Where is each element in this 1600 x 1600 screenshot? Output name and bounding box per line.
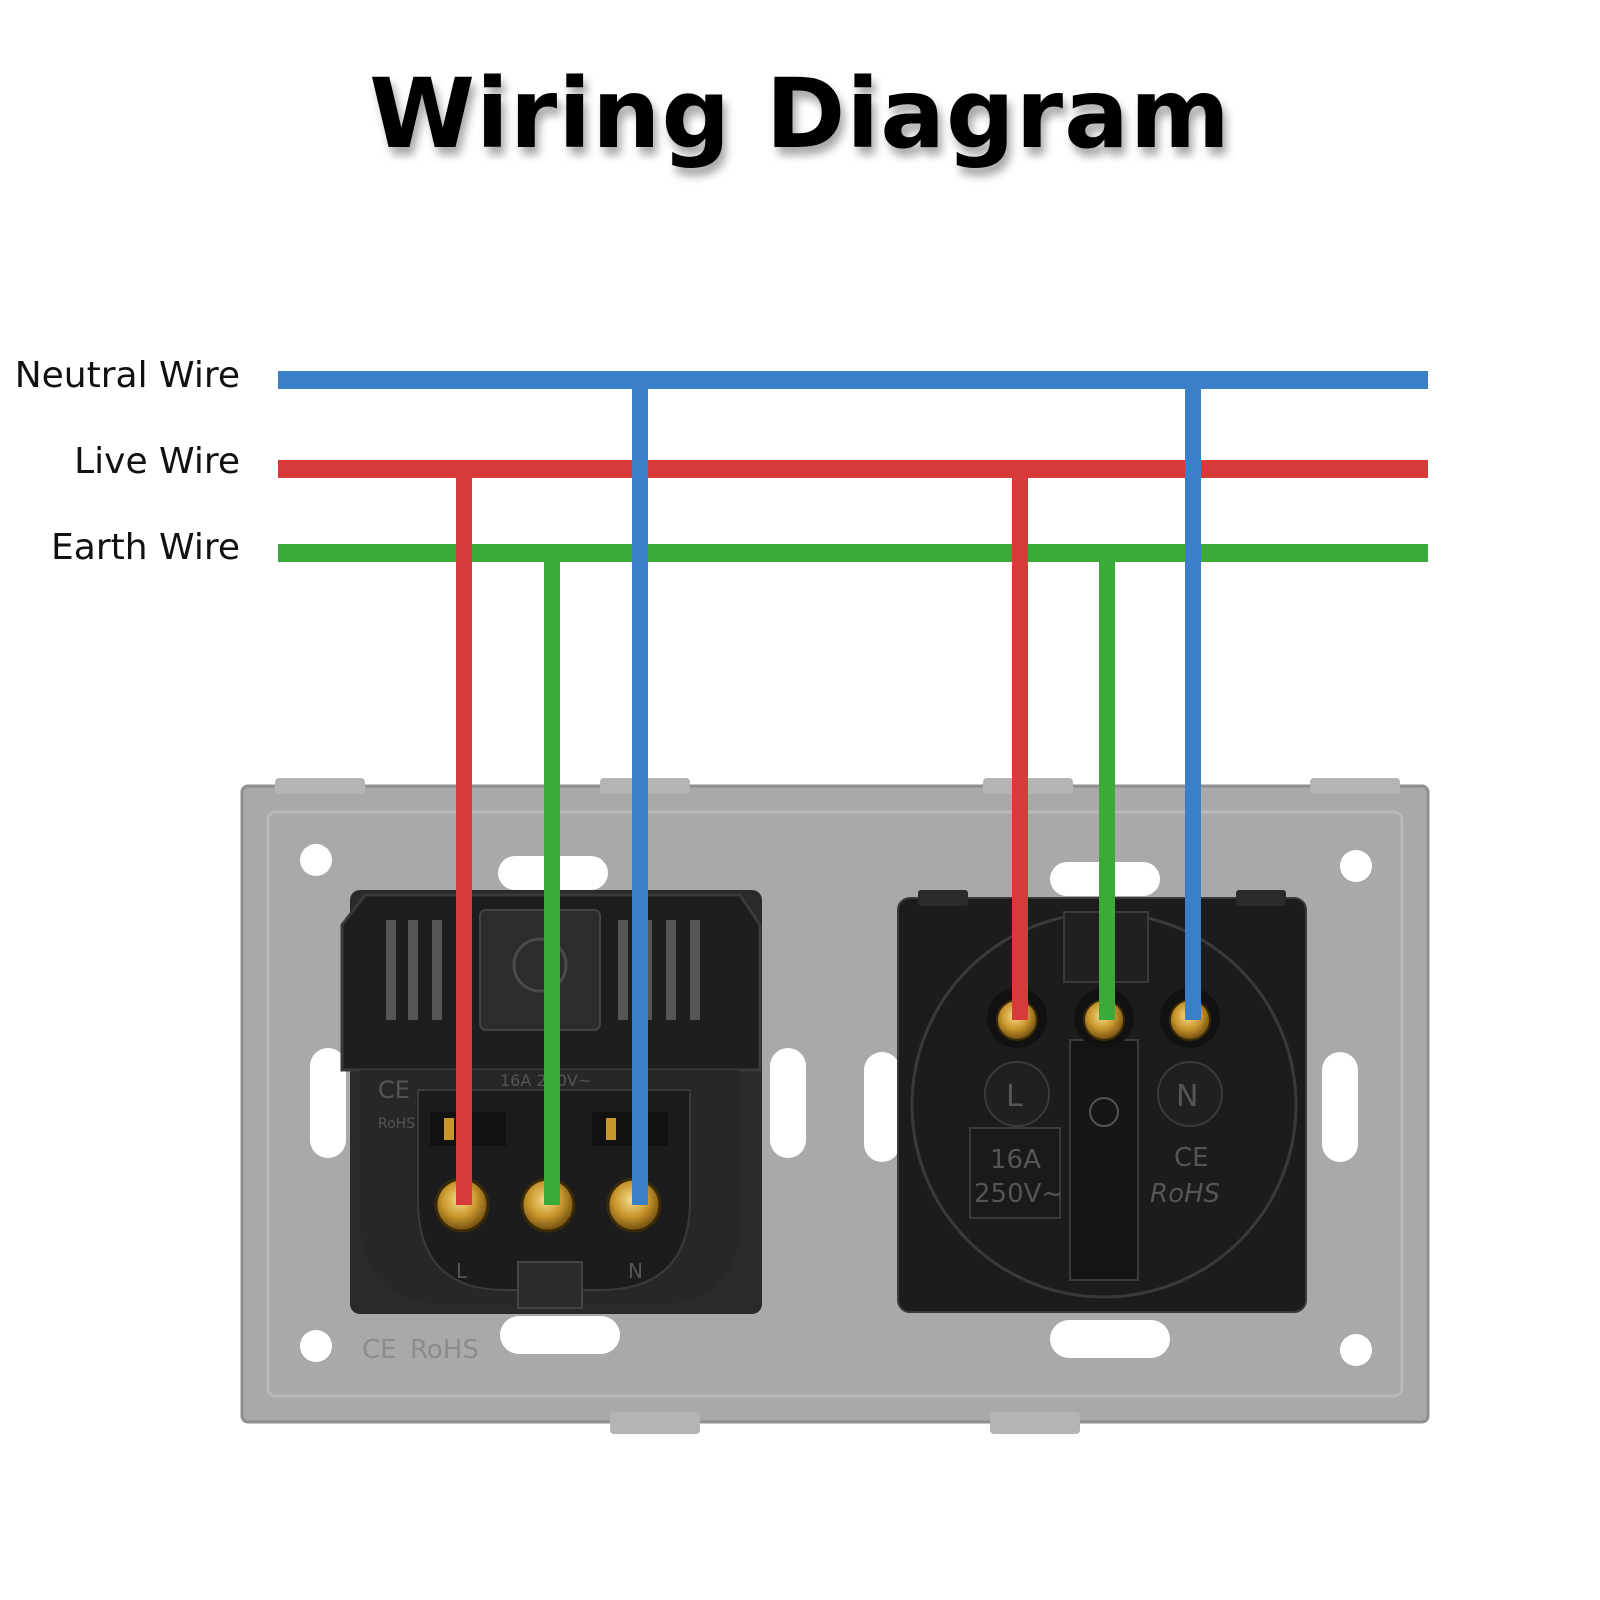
neutral-wire-label: Neutral Wire (14, 355, 240, 396)
mount-hole (1340, 1334, 1372, 1366)
plate-rohs-mark: RoHS (410, 1335, 479, 1365)
right-amps-mark: 16A (990, 1145, 1041, 1175)
left-l-mark: L (456, 1259, 468, 1283)
right-n-mark: N (1176, 1079, 1198, 1114)
live-wire-label: Live Wire (74, 441, 240, 482)
earth-wire-label: Earth Wire (51, 527, 240, 568)
right-l-mark: L (1006, 1079, 1023, 1114)
mount-hole (300, 1330, 332, 1362)
plate-ce-mark: CE (362, 1335, 397, 1365)
left-ce-mark: CE (378, 1076, 410, 1104)
left-n-mark: N (628, 1259, 643, 1283)
right-rohs-mark: RoHS (1150, 1179, 1220, 1209)
mount-hole (1340, 850, 1372, 882)
right-volts-mark: 250V~ (974, 1179, 1063, 1209)
page-title: Wiring Diagram (369, 58, 1231, 170)
right-ce-mark: CE (1174, 1143, 1209, 1173)
left-rohs-mark: RoHS (378, 1116, 415, 1132)
mount-hole (300, 844, 332, 876)
wires (278, 371, 1428, 1205)
